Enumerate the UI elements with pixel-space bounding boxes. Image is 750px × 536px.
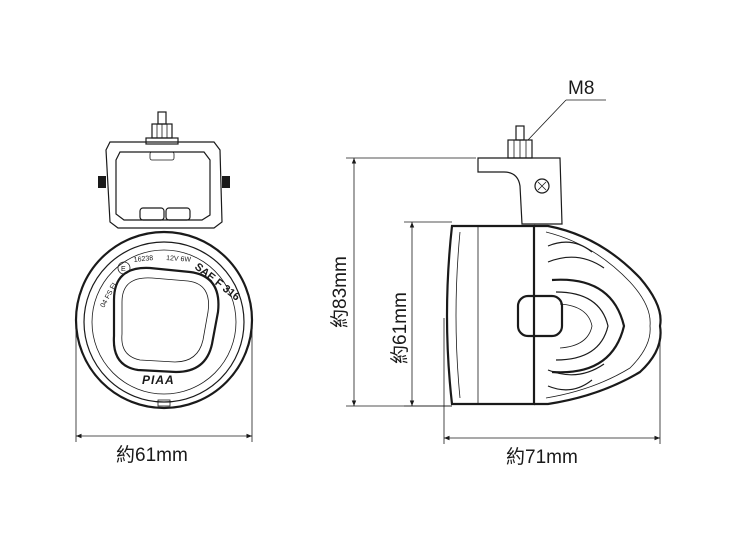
ce-mark-icon	[117, 261, 131, 275]
front-width-dimension	[75, 322, 253, 442]
side-housing	[445, 224, 662, 406]
bolt-label: M8	[568, 78, 594, 99]
stamp-code: 16238	[133, 255, 153, 264]
depth-label: 約71mm	[506, 446, 578, 468]
front-bracket	[98, 141, 230, 229]
side-bolt	[507, 125, 533, 159]
bulb-shape	[516, 294, 564, 338]
height-label: 約83mm	[329, 256, 351, 328]
side-bracket	[477, 157, 563, 225]
stamp-ce: E	[121, 266, 126, 273]
bolt-leader	[527, 99, 567, 141]
front-view: 04 FS FL E 16238 12V 6W SAE F 316 PIAA 約…	[74, 111, 254, 466]
front-width-label: 約61mm	[116, 444, 188, 466]
side-lens-dimension	[404, 221, 452, 407]
side-depth-dimension	[443, 318, 661, 444]
brand-logo: PIAA	[142, 373, 175, 387]
front-housing	[74, 230, 254, 410]
side-view: M8	[329, 78, 662, 468]
stamp-spec: 12V 6W	[166, 255, 192, 264]
lens-label: 約61mm	[389, 292, 411, 364]
front-bolt	[145, 111, 179, 145]
